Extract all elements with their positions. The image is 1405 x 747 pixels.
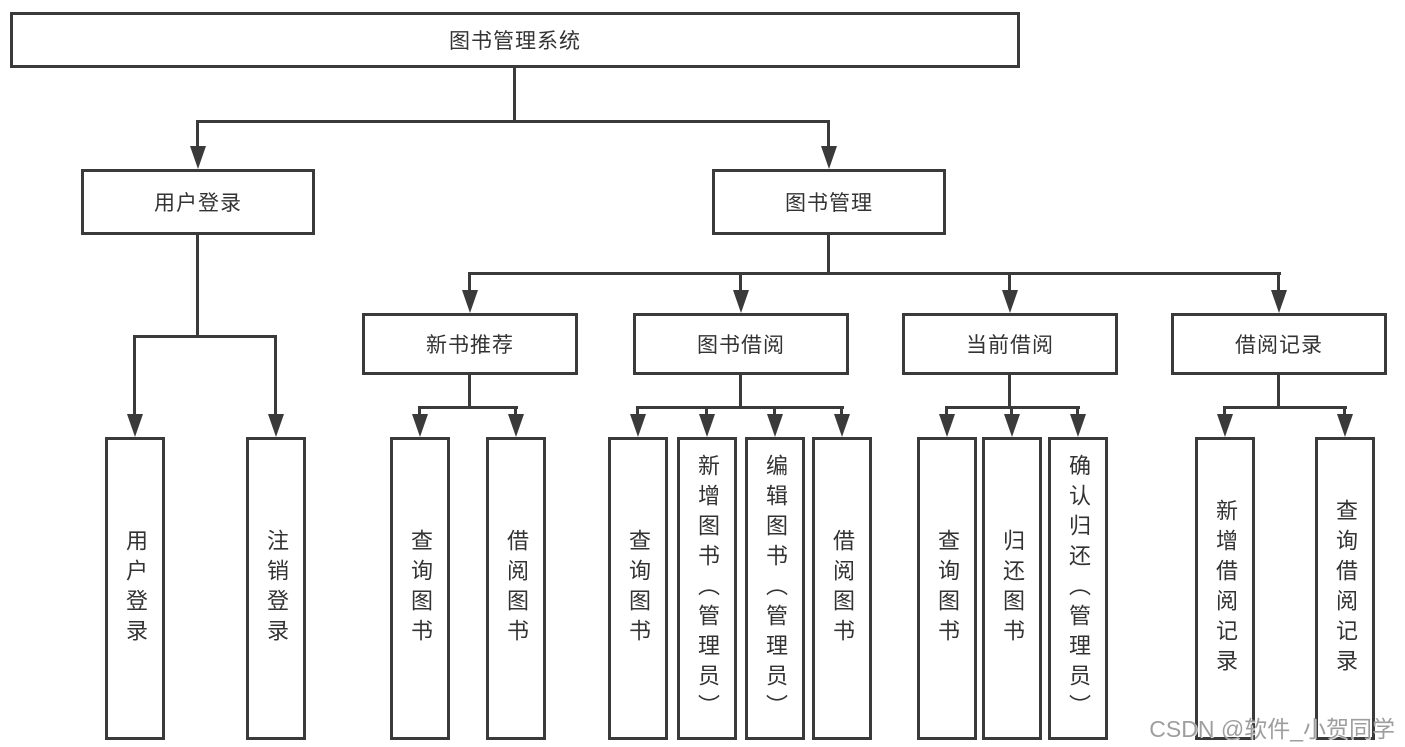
connector-drop: [1343, 406, 1346, 418]
node-borrow-records-label: 借阅记录: [1235, 334, 1323, 357]
node-user-login-label: 用户登录: [154, 192, 242, 215]
node-new-book-recommend: 新书推荐: [362, 313, 578, 375]
connector-rail: [468, 272, 1281, 275]
node-book-borrow: 图书借阅: [633, 313, 849, 375]
connector-drop: [945, 406, 948, 418]
leaf-confirm-return-admin: 确认归还（管理员）: [1048, 437, 1108, 740]
leaf-borrow-books-2: 借阅图书: [812, 437, 872, 740]
connector-drop: [636, 406, 639, 418]
connector-stem: [1008, 375, 1011, 406]
connector-drop: [418, 406, 421, 418]
connector-stem: [1277, 375, 1280, 406]
connector-drop: [840, 406, 843, 418]
connector-drop: [196, 120, 199, 149]
connector-drop: [133, 335, 136, 417]
leaf-borrow-books-1: 借阅图书: [486, 437, 546, 740]
connector-rail: [418, 406, 518, 409]
leaf-query-books-1: 查询图书: [390, 437, 450, 740]
csdn-watermark: CSDN @软件_小贺同学: [1149, 716, 1395, 742]
node-new-book-recommend-label: 新书推荐: [426, 334, 514, 357]
connector-drop: [1277, 272, 1280, 292]
leaf-return-books-label: 归还图书: [1000, 528, 1025, 649]
connector-drop: [274, 335, 277, 417]
connector-drop: [705, 406, 708, 418]
leaf-confirm-return-admin-label: 确认归还（管理员）: [1066, 453, 1091, 724]
arrow-down-icon: [1337, 414, 1353, 437]
arrow-down-icon: [190, 146, 206, 169]
leaf-query-books-2: 查询图书: [608, 437, 668, 740]
arrow-down-icon: [630, 414, 646, 437]
leaf-query-books-1-label: 查询图书: [408, 528, 433, 649]
connector-rail: [133, 335, 277, 338]
connector-stem: [827, 235, 830, 272]
leaf-logout-label: 注销登录: [264, 528, 289, 649]
arrow-down-icon: [1217, 414, 1233, 437]
connector-stem: [513, 68, 516, 120]
arrow-down-icon: [127, 414, 143, 437]
node-book-management-label: 图书管理: [785, 192, 873, 215]
arrow-down-icon: [1271, 290, 1287, 313]
node-current-borrow-label: 当前借阅: [966, 334, 1054, 357]
leaf-query-books-3-label: 查询图书: [935, 528, 960, 649]
connector-rail: [1223, 406, 1347, 409]
connector-drop: [827, 120, 830, 149]
arrow-down-icon: [699, 414, 715, 437]
arrow-down-icon: [767, 414, 783, 437]
node-book-borrow-label: 图书借阅: [697, 334, 785, 357]
leaf-add-borrow-record: 新增借阅记录: [1195, 437, 1255, 740]
connector-rail: [636, 406, 844, 409]
arrow-down-icon: [834, 414, 850, 437]
connector-stem: [739, 375, 742, 406]
leaf-query-borrow-record: 查询借阅记录: [1315, 437, 1375, 740]
arrow-down-icon: [1004, 414, 1020, 437]
arrow-down-icon: [462, 290, 478, 313]
node-borrow-records: 借阅记录: [1171, 313, 1387, 375]
node-root: 图书管理系统: [10, 12, 1020, 68]
arrow-down-icon: [412, 414, 428, 437]
arrow-down-icon: [1070, 414, 1086, 437]
leaf-user-login: 用户登录: [105, 437, 165, 740]
leaf-borrow-books-2-label: 借阅图书: [830, 528, 855, 649]
leaf-add-books-admin-label: 新增图书（管理员）: [695, 453, 720, 724]
node-book-management: 图书管理: [712, 169, 946, 235]
leaf-add-books-admin: 新增图书（管理员）: [677, 437, 737, 740]
leaf-add-borrow-record-label: 新增借阅记录: [1213, 498, 1238, 679]
connector-drop: [773, 406, 776, 418]
connector-drop: [1076, 406, 1079, 418]
arrow-down-icon: [268, 414, 284, 437]
connector-drop: [1008, 272, 1011, 292]
arrow-down-icon: [939, 414, 955, 437]
connector-drop: [1223, 406, 1226, 418]
leaf-user-login-label: 用户登录: [123, 528, 148, 649]
arrow-down-icon: [508, 414, 524, 437]
leaf-query-borrow-record-label: 查询借阅记录: [1333, 498, 1358, 679]
node-root-label: 图书管理系统: [449, 30, 581, 53]
leaf-query-books-3: 查询图书: [917, 437, 977, 740]
leaf-edit-books-admin-label: 编辑图书（管理员）: [763, 453, 788, 724]
connector-drop: [739, 272, 742, 292]
node-user-login: 用户登录: [81, 169, 315, 235]
arrow-down-icon: [1002, 290, 1018, 313]
connector-drop: [468, 272, 471, 292]
connector-drop: [514, 406, 517, 418]
connector-drop: [1010, 406, 1013, 418]
leaf-edit-books-admin: 编辑图书（管理员）: [745, 437, 805, 740]
node-current-borrow: 当前借阅: [902, 313, 1118, 375]
arrow-down-icon: [733, 290, 749, 313]
connector-stem: [196, 235, 199, 335]
leaf-borrow-books-1-label: 借阅图书: [504, 528, 529, 649]
arrow-down-icon: [821, 146, 837, 169]
leaf-logout: 注销登录: [246, 437, 306, 740]
leaf-query-books-2-label: 查询图书: [626, 528, 651, 649]
connector-rail: [196, 120, 830, 123]
connector-stem: [468, 375, 471, 406]
leaf-return-books: 归还图书: [982, 437, 1042, 740]
